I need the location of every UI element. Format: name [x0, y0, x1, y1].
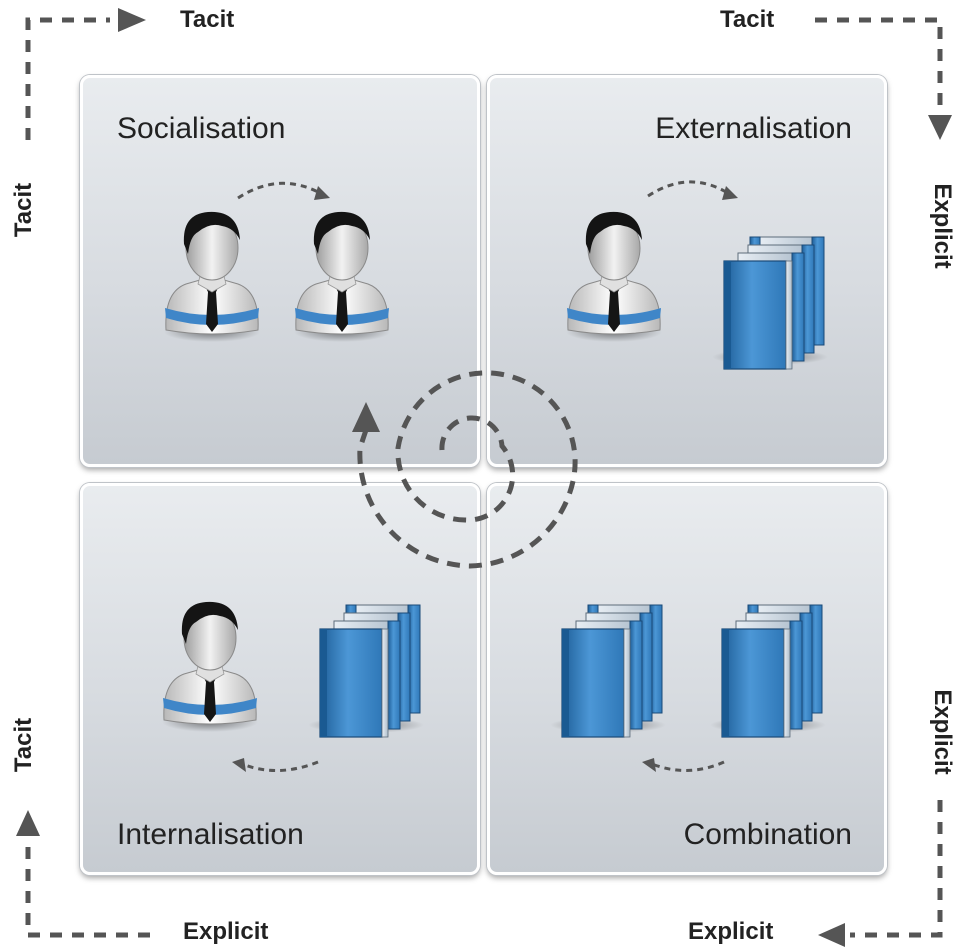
- quadrant-title: Socialisation: [117, 112, 286, 145]
- arrowhead-icon: [232, 758, 246, 772]
- book-stack-icon: [549, 604, 667, 738]
- person-icon: [293, 211, 391, 343]
- socialisation-quadrant: Socialisation: [80, 75, 480, 467]
- quadrant-title: Combination: [683, 818, 852, 851]
- person-icon: [161, 601, 259, 733]
- spiral-arrowhead-icon: [352, 402, 380, 432]
- curved-arrow: [237, 181, 319, 200]
- curved-arrow: [651, 760, 725, 773]
- person-icon: [163, 211, 261, 343]
- book-stack-icon: [709, 604, 827, 738]
- person-icon: [565, 211, 663, 343]
- edge-label-bottom-left: Explicit: [183, 918, 269, 945]
- arrowhead-icon: [722, 186, 738, 200]
- outer-flow-arrows: [25, 17, 943, 938]
- curved-arrow: [647, 180, 727, 198]
- book-stack-icon: [307, 604, 425, 738]
- curved-arrow: [241, 760, 319, 773]
- arrow-up-icon: [16, 810, 40, 836]
- edge-label-top-left: Tacit: [180, 6, 235, 33]
- arrowhead-icon: [642, 758, 656, 772]
- quadrant-title: Internalisation: [117, 818, 304, 851]
- arrowhead-icon: [314, 186, 330, 200]
- edge-label-bottom-right: Explicit: [688, 918, 774, 945]
- arrow-left-icon: [818, 923, 845, 947]
- book-stack-icon: [711, 236, 829, 370]
- spiral-arrow-icon: [357, 370, 578, 569]
- edge-label-top-right: Tacit: [720, 6, 775, 33]
- arrow-down-icon: [928, 115, 952, 140]
- quadrant-title: Externalisation: [655, 112, 852, 145]
- arrow-right-icon: [118, 8, 146, 32]
